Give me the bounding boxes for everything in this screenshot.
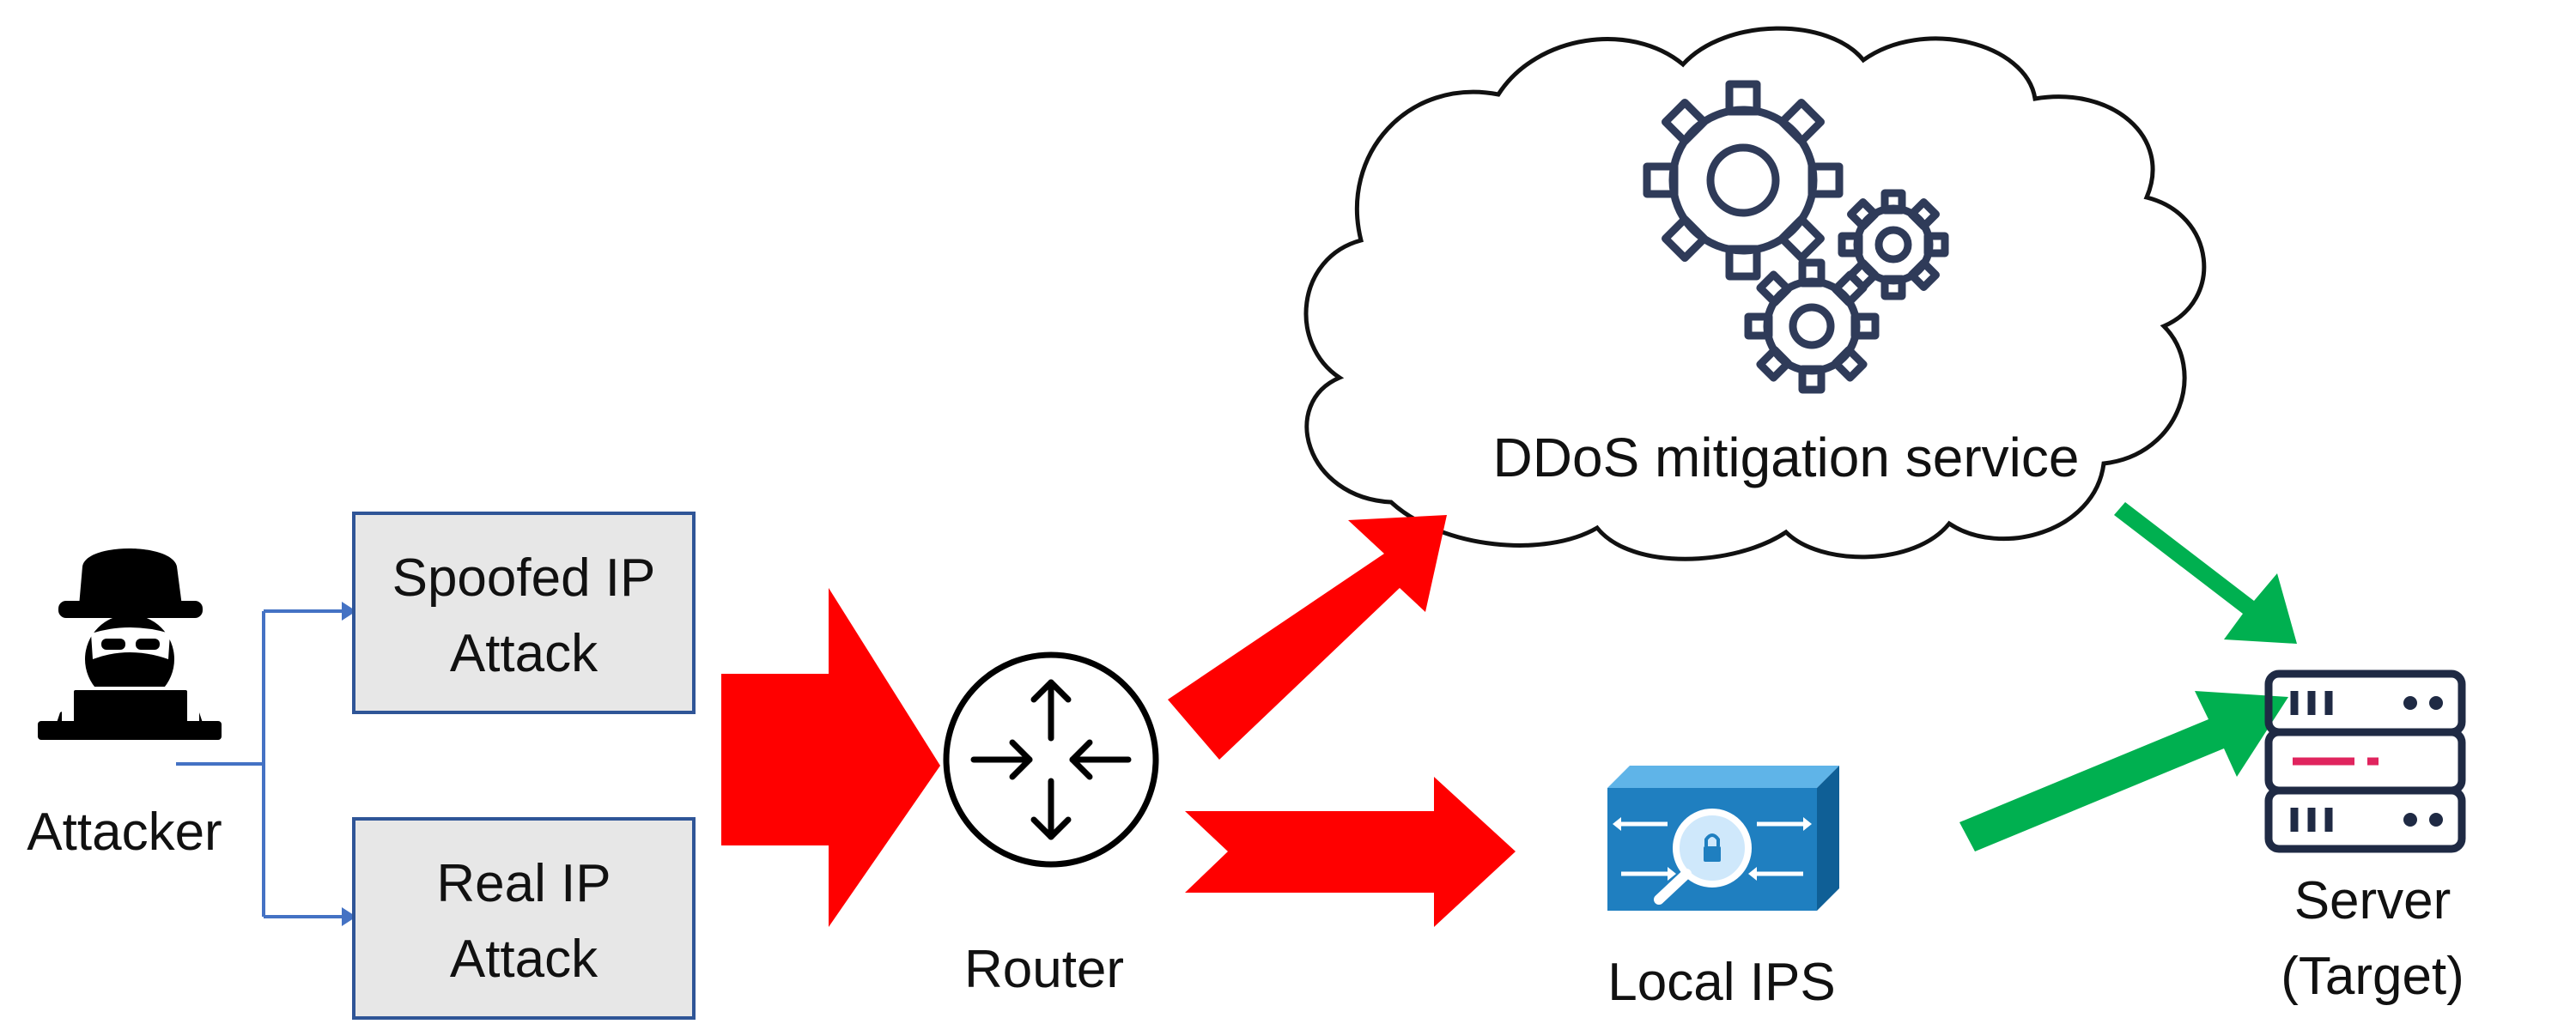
gear-medium-icon [1744,258,1880,394]
attacker-label: Attacker [27,803,222,862]
arrowhead-to-real [342,907,356,926]
hacker-icon [38,548,222,740]
attack-arrow-to-router [721,588,940,927]
server-label-line1: Server [2294,871,2451,930]
real-ip-label-line1: Real IP [436,854,611,913]
gear-large-icon [1643,80,1844,281]
local-ips-label: Local IPS [1607,953,1835,1012]
ips-appliance-icon [1607,766,1839,911]
attack-arrow-to-ips [1185,777,1516,927]
gears-icon [1643,80,1949,394]
attack-split-connector [176,609,342,918]
router-icon [943,651,1159,868]
cloud-shape [1303,26,2207,561]
server-rack-icon [2264,670,2466,853]
cloud-service-label: DDoS mitigation service [1493,427,2080,488]
attack-arrow-to-cloud [1168,515,1447,760]
gear-small-icon [1838,189,1949,300]
spoofed-ip-label-line1: Spoofed IP [392,548,656,608]
router-label: Router [964,940,1124,999]
spoofed-ip-label-line2: Attack [450,624,598,683]
server-label-line2: (Target) [2281,947,2464,1006]
clean-arrow-ips-to-server [1959,691,2288,851]
clean-arrow-cloud-to-server [2114,502,2297,644]
arrowhead-to-spoofed [342,602,356,621]
real-ip-attack-box [352,817,696,1020]
real-ip-label-line2: Attack [450,930,598,989]
spoofed-ip-attack-box [352,512,696,714]
